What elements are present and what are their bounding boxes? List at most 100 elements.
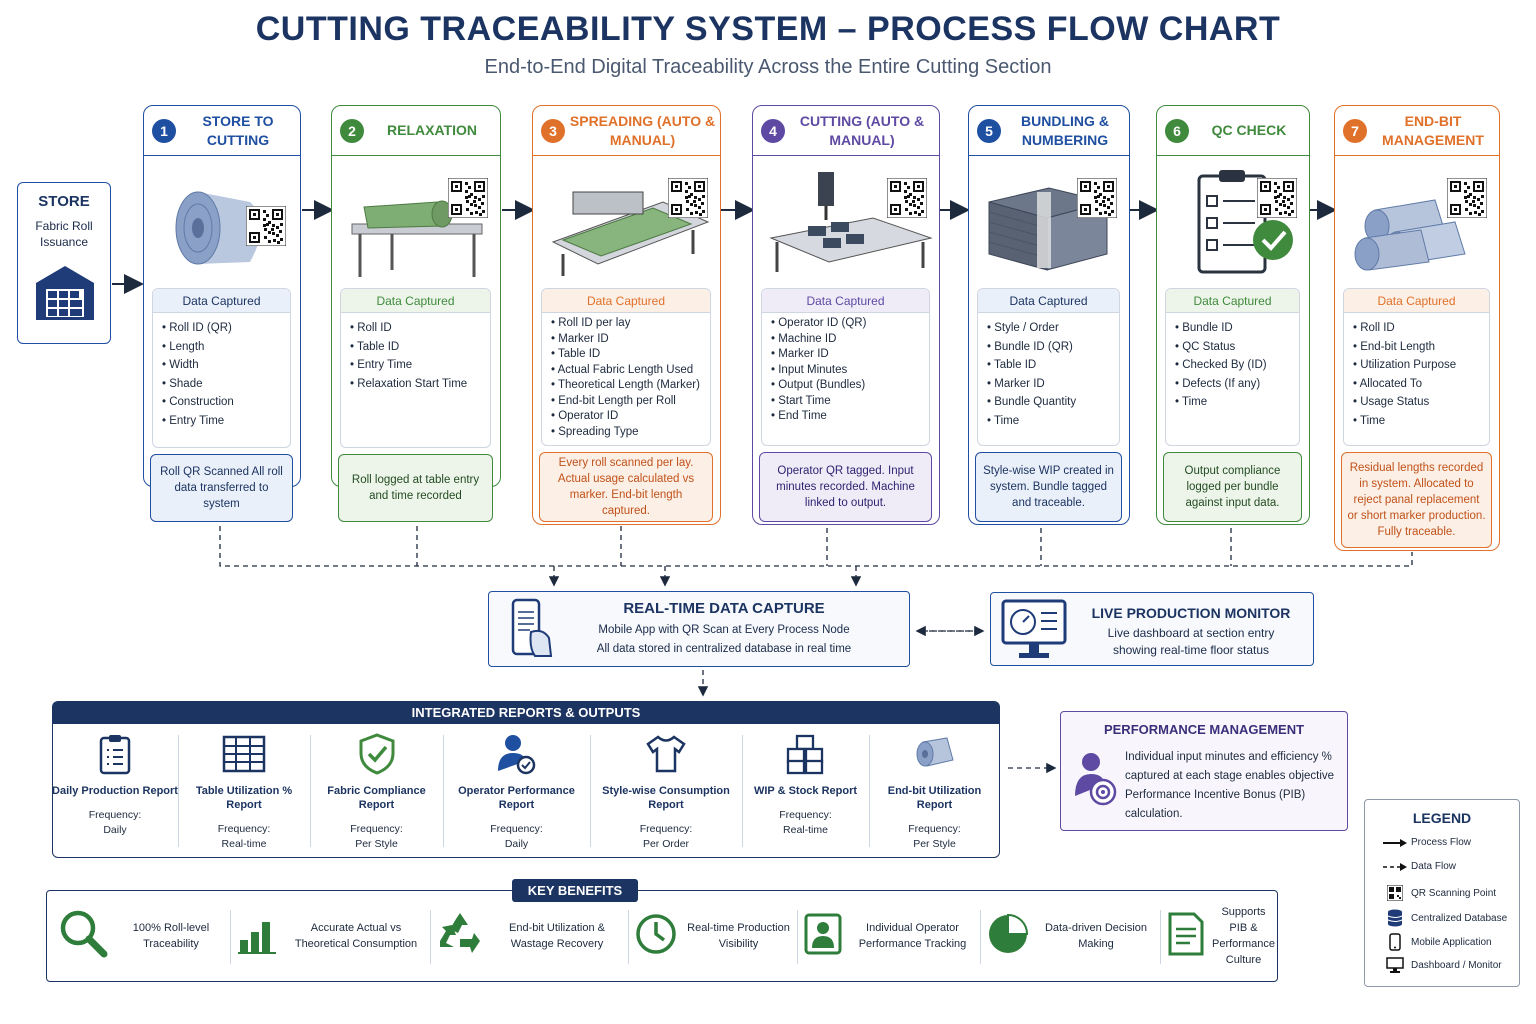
legend-label: Data Flow — [1411, 861, 1457, 872]
report-item[interactable]: End-bit Utilization Report Frequency: Pe… — [869, 730, 1000, 850]
data-captured-list: Roll IDEnd-bit LengthUtilization Purpose… — [1344, 313, 1489, 430]
realtime-title: REAL-TIME DATA CAPTURE — [623, 600, 825, 617]
report-item[interactable]: Daily Production Report Frequency: Daily — [52, 730, 178, 850]
benefit-item: Supports PIB & Performance Culture — [1166, 906, 1275, 966]
data-item: Time — [1175, 393, 1299, 412]
stage-header: 1 STORE TO CUTTING — [144, 106, 300, 156]
stage-note: Style-wise WIP created in system. Bundle… — [975, 452, 1122, 522]
benefit-text: Individual Operator Performance Tracking — [858, 922, 967, 950]
benefit-item: End-bit Utilization & Wastage Recovery — [436, 908, 624, 964]
report-separator — [869, 735, 870, 847]
data-captured-title: Data Captured — [153, 289, 290, 313]
data-captured-list: Roll IDTable IDEntry TimeRelaxation Star… — [341, 313, 490, 393]
stage-illustration — [144, 158, 300, 283]
benefit-separator — [230, 910, 231, 964]
qr-code-icon — [447, 177, 489, 219]
data-item: Length — [162, 338, 290, 357]
report-separator — [742, 735, 743, 847]
stage-note: Roll logged at table entry and time reco… — [338, 454, 493, 522]
magnifier-icon — [58, 908, 110, 965]
data-item: Bundle Quantity — [987, 393, 1119, 412]
report-item[interactable]: Operator Performance Report Frequency: D… — [443, 730, 590, 850]
data-item: Marker ID — [987, 375, 1119, 394]
realtime-capture-box: REAL-TIME DATA CAPTURE Mobile App with Q… — [488, 591, 910, 667]
benefit-item: Accurate Actual vs Theoretical Consumpti… — [236, 908, 426, 964]
report-frequency: Daily — [504, 838, 529, 850]
operator-badge-icon — [803, 912, 843, 961]
realtime-line2: All data stored in centralized database … — [596, 643, 852, 655]
stage-card-6: 6 QC CHECK Data Captured Bundle IDQC Sta… — [1156, 105, 1310, 525]
benefit-item: 100% Roll-level Traceability — [58, 908, 226, 964]
report-frequency: Per Style — [355, 838, 398, 850]
benefit-text: 100% Roll-level Traceability — [132, 922, 210, 950]
fabric-roll-icon — [869, 730, 1000, 778]
report-name: Fabric Compliance Report — [327, 785, 426, 811]
report-separator — [178, 735, 179, 847]
stage-illustration — [1335, 158, 1499, 283]
report-separator — [310, 735, 311, 847]
report-frequency-label: Frequency: — [779, 809, 832, 821]
qc-checklist-icon — [1197, 170, 1293, 274]
data-item: Table ID — [551, 347, 710, 363]
stage-number: 2 — [340, 118, 364, 143]
operator-icon — [443, 730, 590, 778]
benefit-text: Supports PIB & Performance Culture — [1212, 906, 1275, 966]
stage-number: 5 — [977, 118, 1001, 143]
data-item: Width — [162, 356, 290, 375]
stage-card-7: 7 END-BIT MANAGEMENT Data Captured Roll … — [1334, 105, 1500, 551]
benefit-text: Accurate Actual vs Theoretical Consumpti… — [294, 922, 418, 950]
stage-header: 4 CUTTING (AUTO & MANUAL) — [753, 106, 939, 156]
report-item[interactable]: WIP & Stock Report Frequency: Real-time — [742, 730, 869, 850]
stage-note: Every roll scanned per lay. Actual usage… — [539, 452, 713, 522]
data-captured-list: Operator ID (QR)Machine IDMarker IDInput… — [762, 313, 929, 425]
data-item: Entry Time — [162, 412, 290, 431]
qr-code-icon — [886, 177, 928, 219]
data-item: Usage Status — [1353, 393, 1489, 412]
report-item[interactable]: Fabric Compliance Report Frequency: Per … — [310, 730, 443, 850]
benefit-text: Real-time Production Visibility — [687, 922, 790, 950]
data-item: Output (Bundles) — [771, 378, 929, 394]
data-item: Roll ID — [1353, 319, 1489, 338]
clipboard-icon — [52, 730, 178, 778]
data-item: Machine ID — [771, 332, 929, 348]
report-name: End-bit Utilization Report — [887, 785, 982, 811]
report-name: Operator Performance Report — [458, 785, 575, 811]
data-captured-box: Data Captured Bundle IDQC StatusChecked … — [1165, 288, 1300, 446]
stage-note: Output compliance logged per bundle agai… — [1163, 452, 1302, 522]
stage-title: CUTTING (AUTO & MANUAL) — [799, 112, 925, 148]
data-item: Time — [987, 412, 1119, 431]
data-item: Spreading Type — [551, 425, 710, 441]
data-captured-list: Bundle IDQC StatusChecked By (ID)Defects… — [1166, 313, 1299, 412]
legend-title: LEGEND — [1412, 810, 1472, 826]
stage-title: STORE TO CUTTING — [202, 112, 274, 148]
benefit-item: Real-time Production Visibility — [634, 908, 793, 964]
stage-illustration — [969, 158, 1129, 283]
solid-arrow-icon — [1378, 838, 1411, 848]
performance-text: Individual input minutes and efficiency … — [1125, 751, 1335, 820]
store-label: Fabric Roll Issuance — [35, 219, 93, 249]
report-separator — [443, 735, 444, 847]
benefit-item: Data-driven Decision Making — [986, 908, 1156, 964]
stage-card-5: 5 BUNDLING & NUMBERING Data Captured Sty… — [968, 105, 1130, 525]
stage-note: Operator QR tagged. Input minutes record… — [759, 452, 932, 522]
data-item: Bundle ID — [1175, 319, 1299, 338]
fabric-roll-icon — [175, 191, 261, 265]
data-item: Utilization Purpose — [1353, 356, 1489, 375]
endbit-rolls-icon — [1354, 199, 1466, 271]
data-item: Input Minutes — [771, 363, 929, 379]
stage-illustration — [332, 158, 500, 283]
stage-header: 5 BUNDLING & NUMBERING — [969, 106, 1129, 156]
stage-number: 7 — [1343, 118, 1367, 143]
report-item[interactable]: Table Utilization % Report Frequency: Re… — [178, 730, 310, 850]
report-item[interactable]: Style-wise Consumption Report Frequency:… — [590, 730, 742, 850]
store-box: STORE Fabric Roll Issuance — [17, 182, 111, 344]
stage-card-4: 4 CUTTING (AUTO & MANUAL) Data Captured … — [752, 105, 940, 525]
stage-number: 6 — [1165, 118, 1189, 143]
data-captured-box: Data Captured Roll ID per layMarker IDTa… — [541, 288, 711, 446]
data-item: Shade — [162, 375, 290, 394]
cutting-machine-icon — [769, 172, 933, 272]
qr-code-icon — [1076, 177, 1118, 219]
data-item: Theoretical Length (Marker) — [551, 378, 710, 394]
report-frequency: Per Order — [642, 838, 690, 850]
